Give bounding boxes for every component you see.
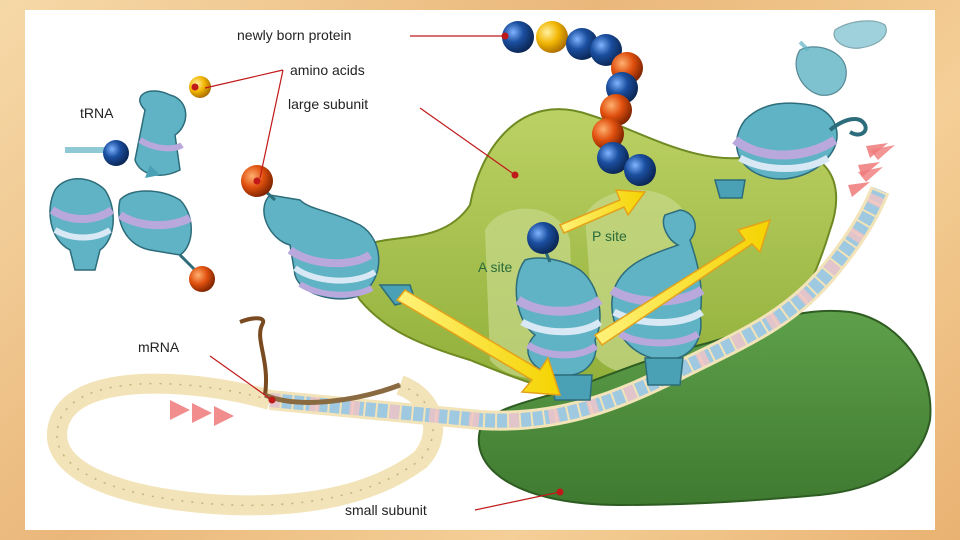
amino-acid-free-3 — [189, 266, 215, 292]
leader-dots — [191, 32, 564, 496]
label-p-site: P site — [592, 228, 627, 244]
protein-amino-acid-bead — [592, 118, 624, 150]
label-newly-born-protein: newly born protein — [237, 27, 351, 43]
label-a-site: A site — [478, 259, 512, 275]
newly-born-protein-chain — [502, 21, 656, 186]
trna-free-group — [49, 90, 197, 272]
trna-a-site — [515, 249, 603, 401]
protein-amino-acid-bead — [502, 21, 534, 53]
label-trna: tRNA — [80, 105, 114, 121]
protein-amino-acid-bead — [590, 34, 622, 66]
leader-lines — [204, 35, 561, 511]
protein-amino-acid-bead — [566, 28, 598, 60]
trna-exiting — [714, 20, 895, 199]
mrna-strand-loop — [47, 373, 443, 516]
label-large-subunit: large subunit — [288, 96, 368, 112]
amino-acid-free-2 — [103, 140, 129, 166]
movement-arrows — [395, 189, 772, 396]
mrna-direction-arrows — [170, 143, 888, 426]
amino-acid-a-site — [527, 222, 559, 254]
amino-acid-free-1 — [189, 76, 211, 98]
label-amino-acids: amino acids — [290, 62, 365, 78]
label-small-subunit: small subunit — [345, 502, 427, 518]
mrna-tail — [239, 316, 268, 396]
protein-amino-acid-bead — [624, 154, 656, 186]
label-mrna: mRNA — [138, 339, 180, 355]
protein-amino-acid-bead — [536, 21, 568, 53]
small-subunit — [477, 309, 932, 507]
protein-amino-acid-bead — [597, 142, 629, 174]
